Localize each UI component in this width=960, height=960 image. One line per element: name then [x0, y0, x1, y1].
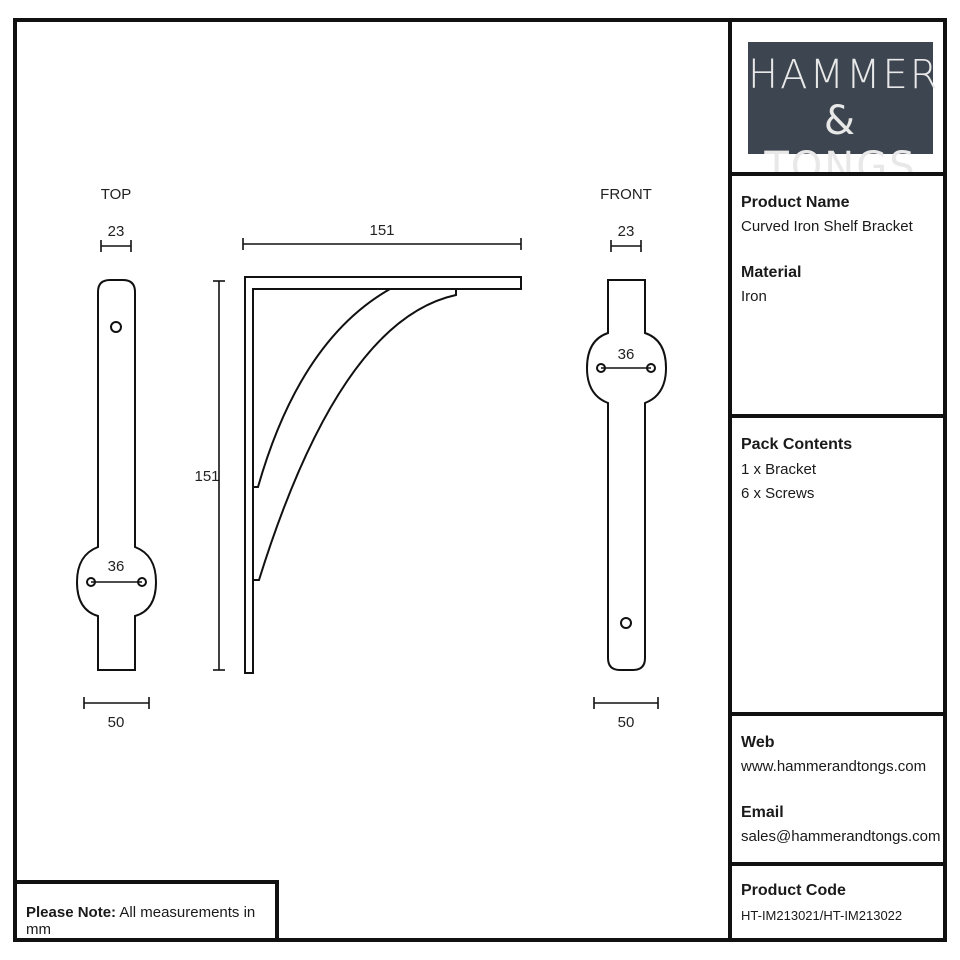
list-item: 1 x Bracket — [741, 461, 817, 478]
front-view-outline — [585, 279, 668, 671]
pack-contents-label: Pack Contents — [741, 436, 853, 453]
product-code-value: HT-IM213021/HT-IM213022 — [741, 908, 903, 923]
side-length-dimension: 151 — [369, 222, 394, 239]
front-screw-hole — [620, 617, 632, 629]
front-hole-spacing-dimension: 36 — [618, 346, 635, 363]
pack-contents-panel: Pack Contents 1 x Bracket 6 x Screws — [728, 414, 947, 716]
material-value: Iron — [741, 288, 767, 305]
web-link[interactable]: www.hammerandtongs.com — [741, 758, 927, 775]
front-width-dimension: 23 — [618, 223, 635, 240]
pack-contents-list: 1 x Bracket 6 x Screws — [741, 458, 816, 506]
technical-drawing: TOP 23 36 50 151 151 FRONT 23 — [75, 186, 668, 731]
email-link[interactable]: sales@hammerandtongs.com — [741, 828, 941, 845]
side-view: 151 151 — [194, 222, 522, 674]
email-label: Email — [741, 804, 784, 821]
top-view-label: TOP — [101, 186, 132, 203]
top-hole-spacing-dimension: 36 — [108, 558, 125, 575]
product-name-value: Curved Iron Shelf Bracket — [741, 218, 913, 235]
list-item: 6 x Screws — [741, 485, 815, 502]
note-label: Please Note: — [26, 904, 117, 921]
note-text: All measurements in mm — [26, 904, 256, 938]
top-view: TOP 23 36 50 — [75, 186, 158, 731]
material-label: Material — [741, 264, 802, 281]
bracket-arc-outer — [253, 289, 457, 581]
bracket-l-profile — [244, 276, 522, 674]
logo-panel: HAMMER & TONGS — [728, 18, 947, 190]
front-plate-width-dimension: 50 — [618, 714, 635, 731]
brand-logo-line1: HAMMER — [748, 52, 940, 98]
measurement-note: Please Note: All measurements in mm — [13, 880, 279, 942]
front-view: FRONT 23 36 50 — [585, 186, 668, 731]
product-info-panel: Product Name Curved Iron Shelf Bracket M… — [728, 172, 947, 418]
brand-logo: HAMMER & TONGS — [748, 42, 940, 190]
side-height-dimension: 151 — [194, 468, 219, 485]
web-label: Web — [741, 734, 775, 751]
product-name-label: Product Name — [741, 194, 850, 211]
bracket-arc-inner — [253, 288, 391, 488]
front-view-label: FRONT — [600, 186, 652, 203]
top-view-outline — [75, 279, 158, 671]
product-code-panel: Product Code HT-IM213021/HT-IM213022 — [728, 862, 947, 942]
product-code-label: Product Code — [741, 882, 846, 899]
top-screw-hole — [110, 321, 122, 333]
top-plate-width-dimension: 50 — [108, 714, 125, 731]
contact-panel: Web www.hammerandtongs.com Email sales@h… — [728, 712, 947, 866]
top-width-dimension: 23 — [108, 223, 125, 240]
